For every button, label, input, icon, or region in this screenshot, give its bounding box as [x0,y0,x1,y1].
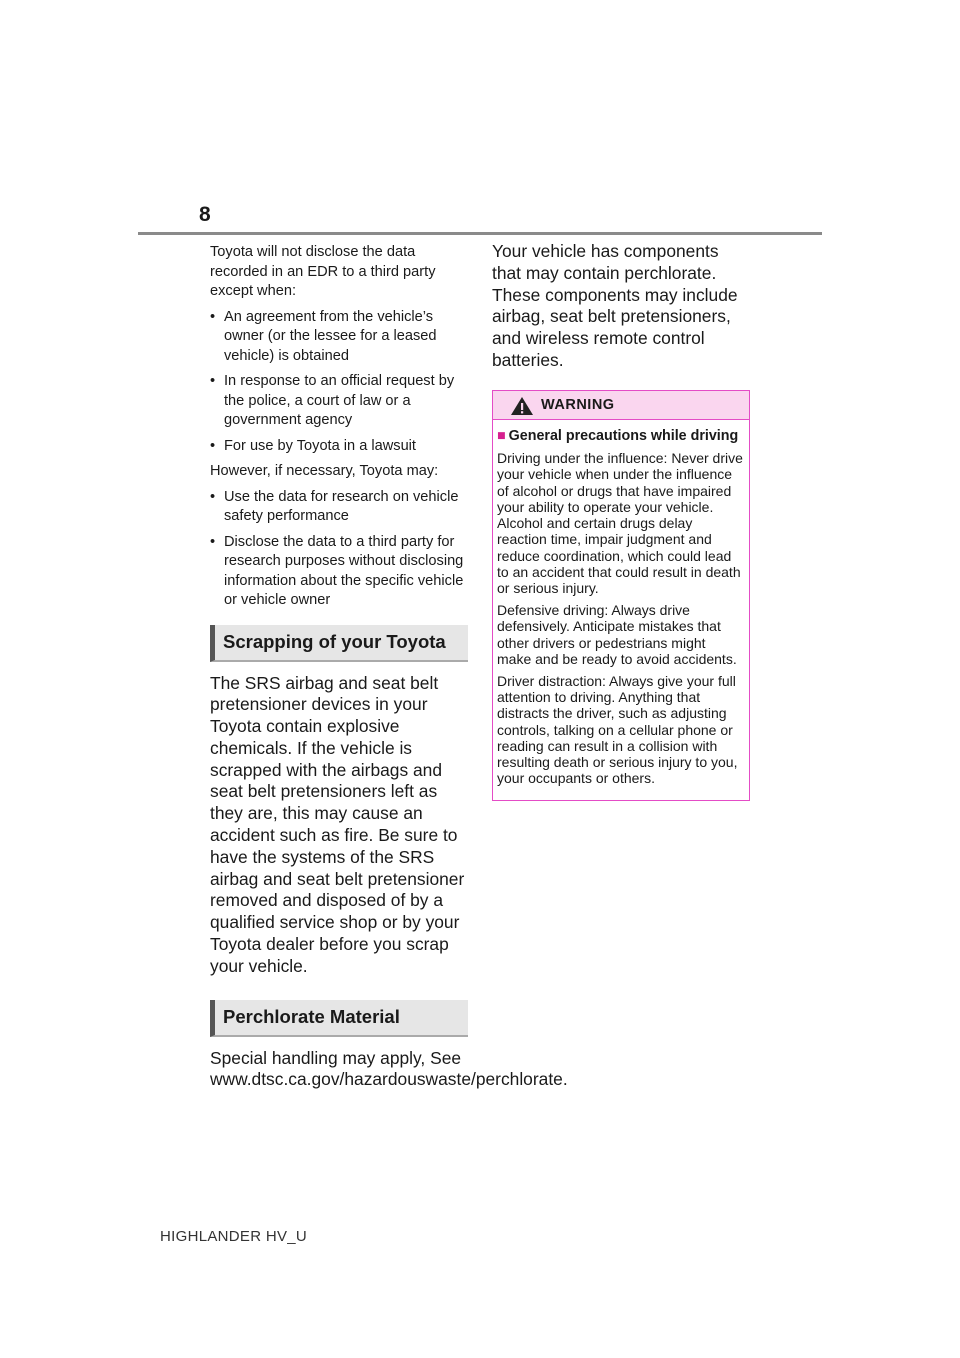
right-column: Your vehicle has components that may con… [492,241,752,802]
warning-paragraph: Driving under the influence: Never drive… [497,450,743,596]
list-item: Disclose the data to a third party for r… [210,533,468,611]
footer-model: HIGHLANDER HV_U [160,1228,308,1245]
warning-triangle-icon [511,396,533,415]
warning-paragraph: Driver distraction: Always give your ful… [497,672,738,787]
list-item: For use by Toyota in a lawsuit [210,437,468,457]
list-item: An agreement from the vehicle’s owner (o… [210,308,468,367]
page-number: 8 [199,203,211,226]
warning-body: ■ General precautions while driving Driv… [493,420,749,801]
perchlorate-components-text: Your vehicle has components that may con… [492,241,738,370]
perchlorate-heading: Perchlorate Material [210,999,468,1037]
list-item: Use the data for research on vehicle saf… [210,488,468,527]
header-rule [138,232,822,235]
scrapping-body: The SRS airbag and seat belt pretensione… [210,672,465,976]
edr-section: Toyota will not disclose the data record… [210,243,468,611]
left-column: Toyota will not disclose the data record… [210,243,568,1091]
edr-exceptions-list: An agreement from the vehicle’s owner (o… [210,308,468,457]
warning-subheading: ■ General precautions while driving [497,428,743,445]
list-item: In response to an official request by th… [210,372,468,431]
warning-box: WARNING ■ General precautions while driv… [492,389,750,802]
warning-paragraph: Defensive driving: Always drive defensiv… [497,602,737,667]
warning-header: WARNING [493,390,749,420]
warning-title: WARNING [541,396,615,413]
warning-subheading-text: General precautions while driving [508,427,739,444]
edr-intro: Toyota will not disclose the data record… [210,244,436,299]
square-bullet-icon: ■ [497,427,506,444]
may-intro: However, if necessary, Toyota may: [210,463,439,479]
scrapping-heading: Scrapping of your Toyota [210,624,468,662]
perchlorate-link-text: Special handling may apply, See www.dtsc… [210,1047,568,1090]
may-list: Use the data for research on vehicle saf… [210,488,468,611]
